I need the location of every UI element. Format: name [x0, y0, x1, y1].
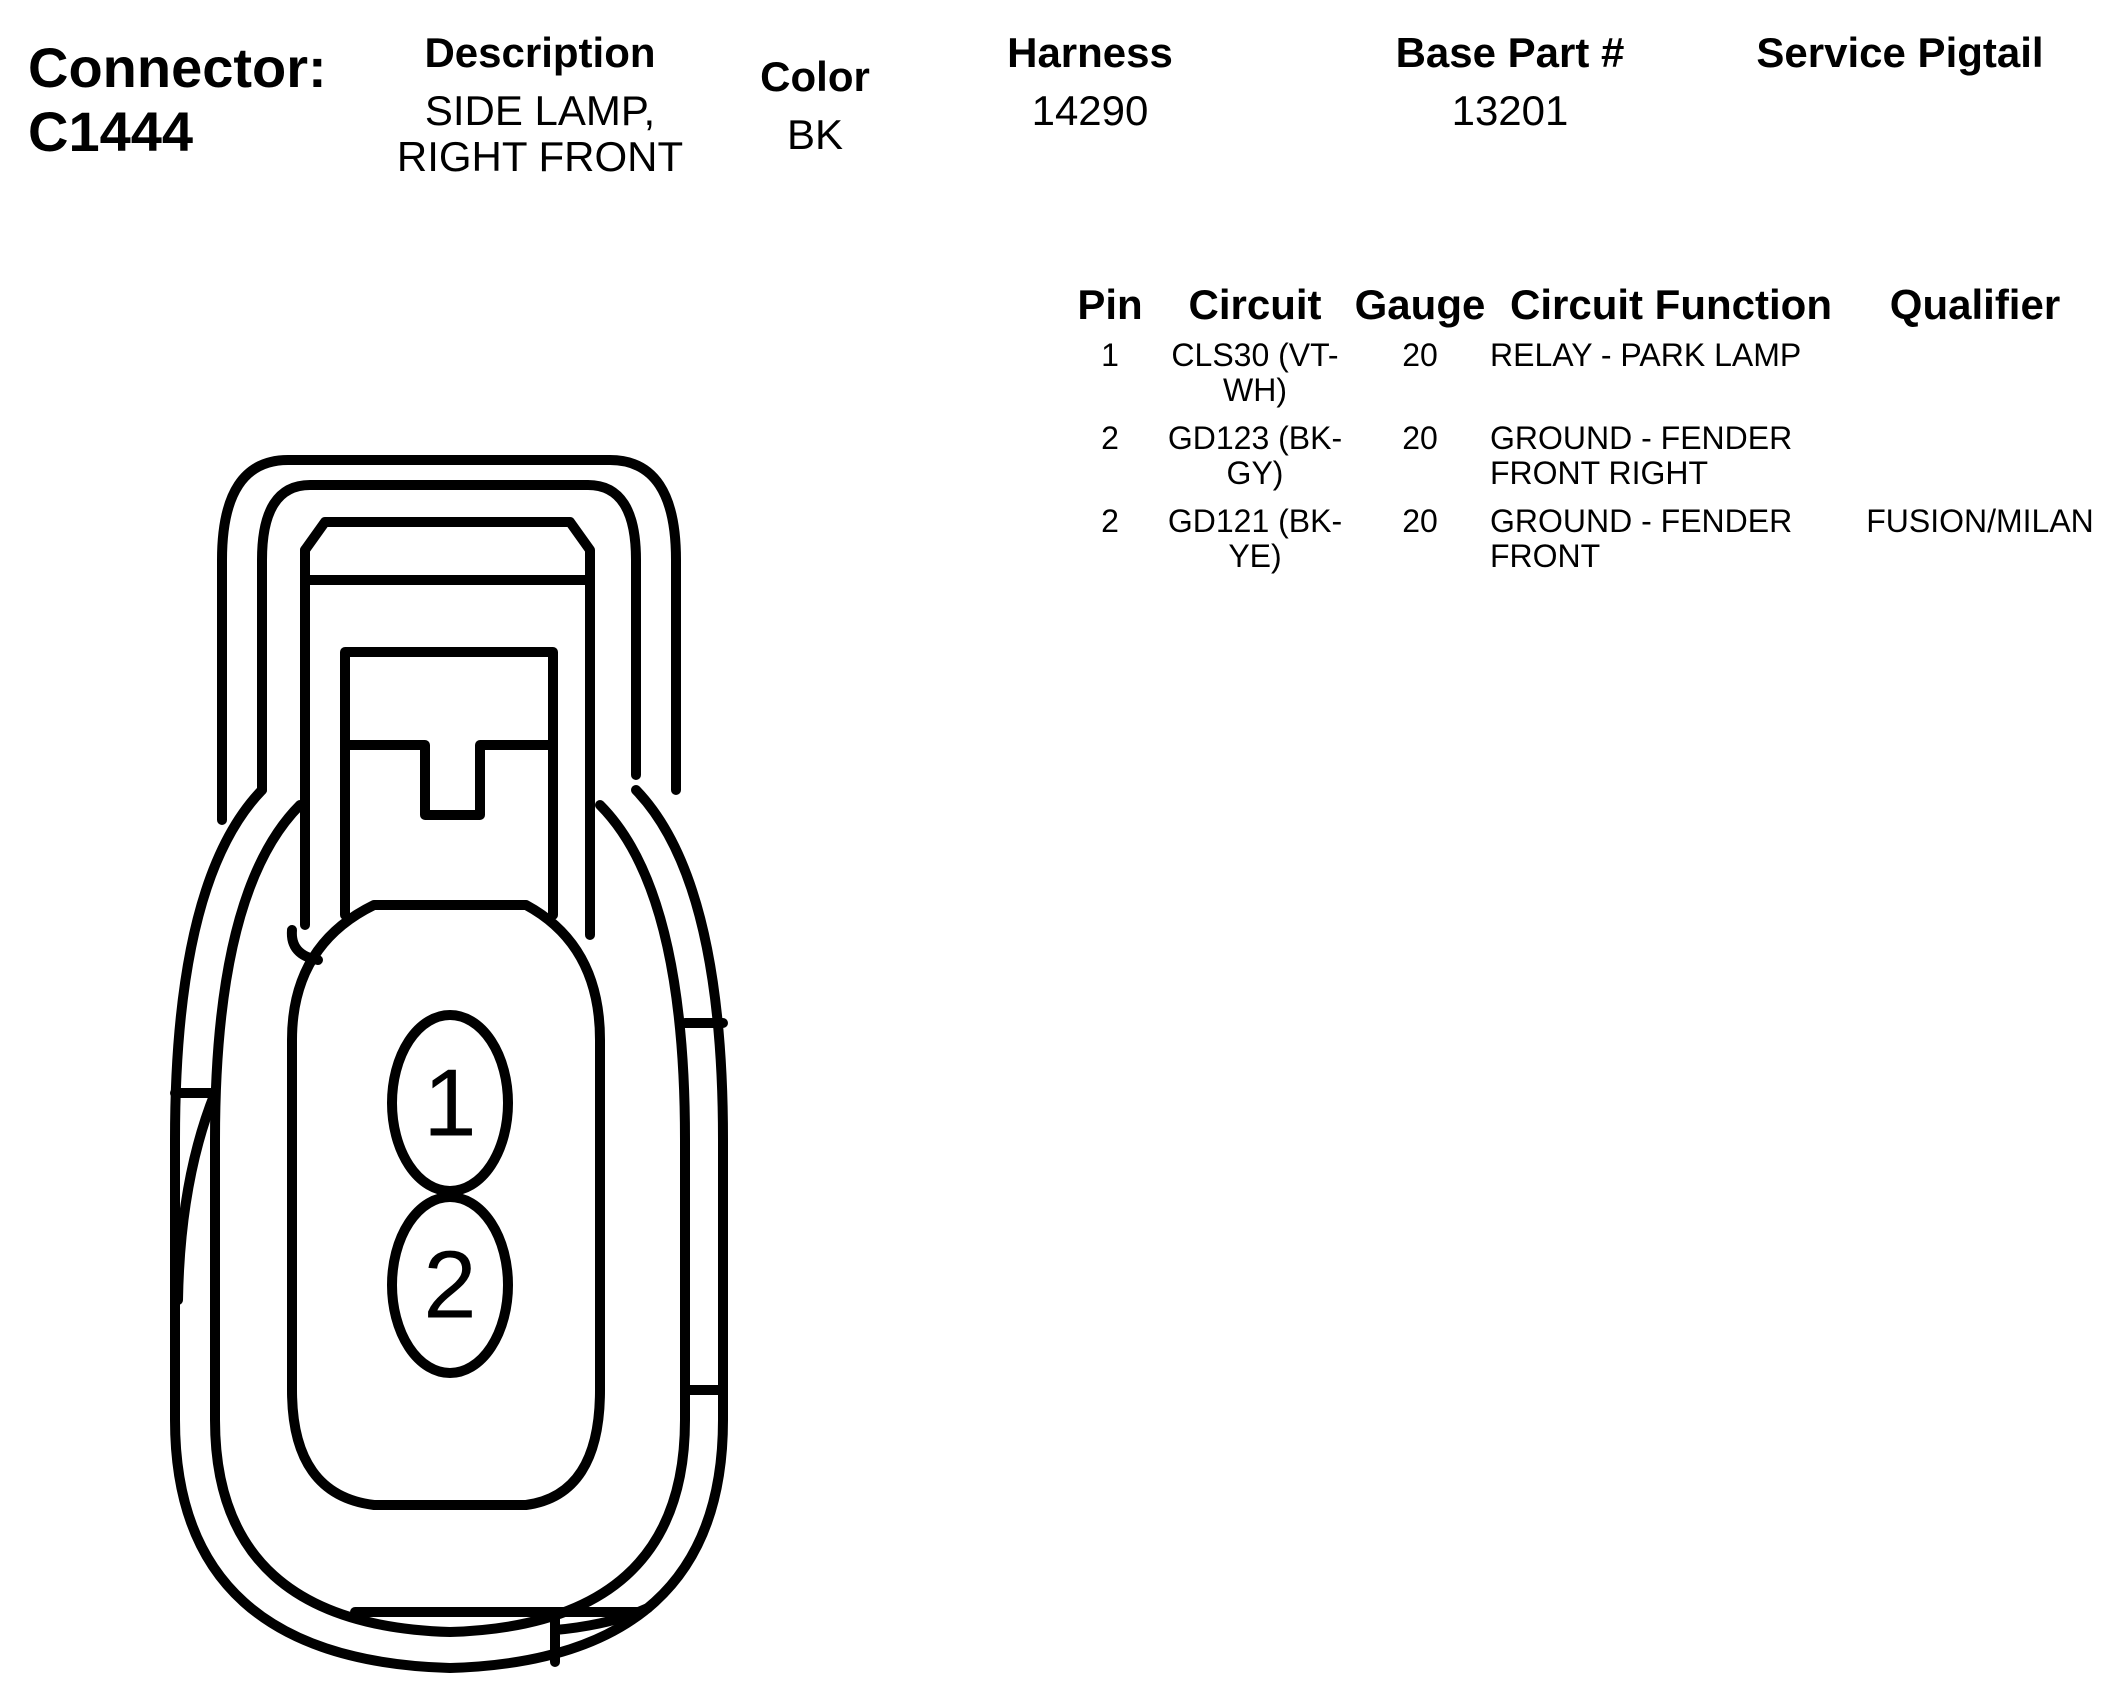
row1-pin: 1: [1101, 337, 1119, 373]
row2-pin: 2: [1101, 420, 1119, 456]
row3-function-line2: FRONT: [1490, 538, 1601, 574]
row1-gauge: 20: [1402, 337, 1438, 373]
base-part-header: Base Part #: [1395, 29, 1625, 76]
connector-id: C1444: [28, 100, 194, 163]
pin-1-circle: [387, 1010, 513, 1196]
harness-header: Harness: [1007, 29, 1173, 76]
connector-top-cap-inner: [257, 480, 641, 795]
row2-function-line1: GROUND - FENDER: [1490, 420, 1793, 456]
row3-pin: 2: [1101, 503, 1119, 539]
bottom-key-line: [350, 1603, 653, 1667]
row3-qualifier: FUSION/MILAN: [1866, 503, 2094, 539]
connector-body-middle: [210, 800, 690, 1637]
pin-2-circle: [387, 1192, 513, 1378]
harness-value: 14290: [1031, 87, 1149, 134]
row2-gauge: 20: [1402, 420, 1438, 456]
description-value-line1: SIDE LAMP,: [424, 87, 656, 134]
latch-tab: [340, 647, 558, 920]
pin-1-label: 1: [423, 1050, 476, 1157]
col-header-qualifier: Qualifier: [1889, 281, 2061, 328]
row3-circuit-line2: YE): [1228, 538, 1282, 574]
row1-function-line1: RELAY - PARK LAMP: [1490, 337, 1802, 373]
row3-function-line1: GROUND - FENDER: [1490, 503, 1793, 539]
connector-label: Connector:: [28, 36, 327, 99]
row2-circuit-line1: GD123 (BK-: [1167, 420, 1343, 456]
row2-function-line2: FRONT RIGHT: [1490, 455, 1709, 491]
description-header: Description: [424, 29, 656, 76]
col-header-circuit: Circuit: [1188, 281, 1322, 328]
pin-2-label: 2: [423, 1232, 476, 1339]
description-value-line2: RIGHT FRONT: [396, 133, 684, 180]
housing-left-hook: [286, 925, 323, 965]
col-header-gauge: Gauge: [1354, 281, 1486, 328]
side-rail-left-curve: [173, 1088, 220, 1305]
row1-circuit-line2: WH): [1223, 372, 1287, 408]
col-header-pin: Pin: [1077, 281, 1143, 328]
color-header: Color: [760, 53, 870, 100]
row3-gauge: 20: [1402, 503, 1438, 539]
pin-housing: [287, 900, 605, 1510]
base-part-value: 13201: [1451, 87, 1569, 134]
service-pigtail-header: Service Pigtail: [1756, 29, 2044, 76]
latch-notch: [340, 740, 558, 820]
row2-circuit-line2: GY): [1226, 455, 1284, 491]
latch-top: [300, 517, 595, 940]
row1-circuit-line1: CLS30 (VT-: [1171, 337, 1339, 373]
connector-top-cap-outer: [217, 455, 681, 825]
connector-body-outer: [170, 785, 728, 1673]
side-rail-right: [680, 1018, 728, 1395]
row3-circuit-line1: GD121 (BK-: [1167, 503, 1343, 539]
col-header-circuit-function: Circuit Function: [1510, 281, 1832, 328]
color-value: BK: [786, 111, 844, 158]
